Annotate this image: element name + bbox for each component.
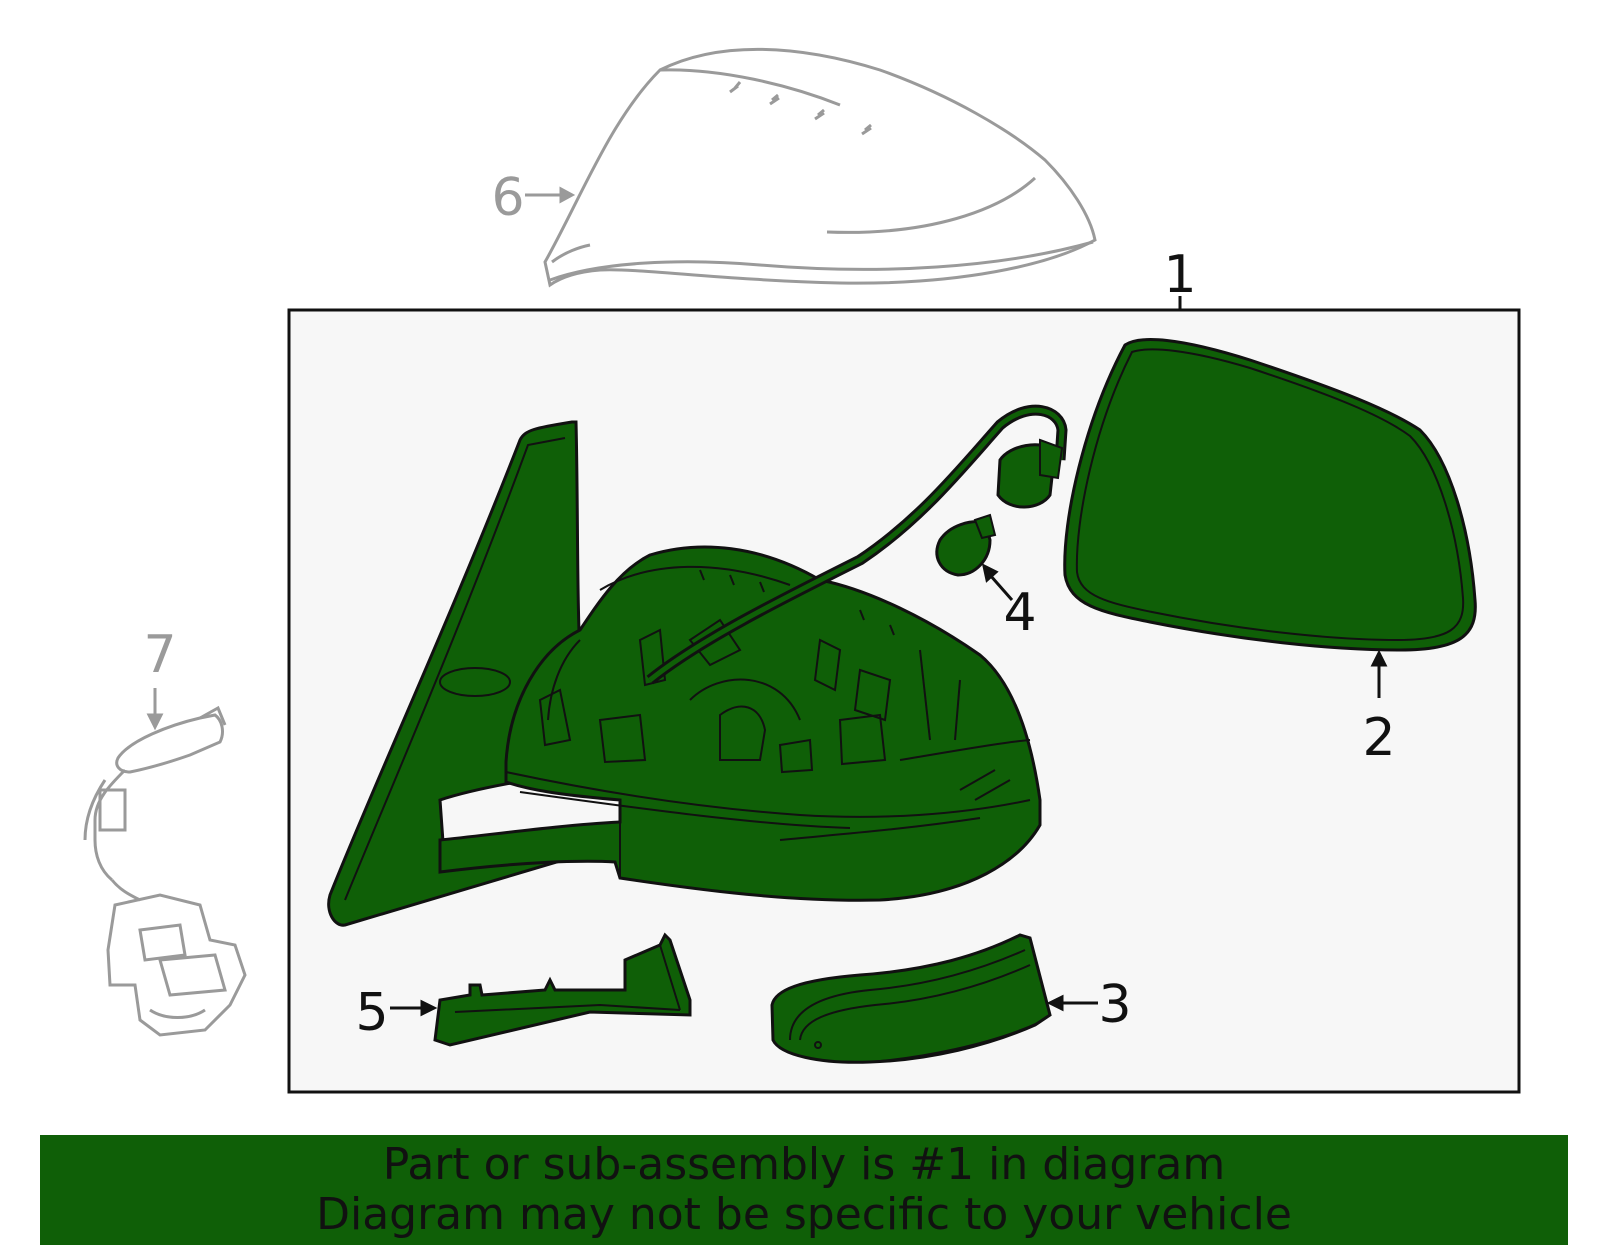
part-3-turn-signal[interactable] (770, 933, 1052, 1064)
notice-banner: Part or sub-assembly is #1 in diagram Di… (40, 1135, 1568, 1245)
notice-line-1: Part or sub-assembly is #1 in diagram (382, 1139, 1226, 1190)
callout-1[interactable]: 1 (1163, 245, 1196, 305)
leader-5 (390, 999, 438, 1017)
callout-5[interactable]: 5 (355, 983, 388, 1043)
leader-2 (1370, 649, 1388, 698)
leader-4 (981, 563, 1014, 601)
callout-2[interactable]: 2 (1362, 708, 1395, 768)
part-4-bulb[interactable] (935, 513, 997, 577)
leader-7 (146, 688, 164, 731)
part-5-bracket[interactable] (433, 932, 692, 1047)
part-2-mirror-glass[interactable] (1063, 338, 1477, 652)
part-1-mirror-housing[interactable] (327, 404, 1068, 927)
leader-6 (525, 186, 576, 204)
leader-3 (1046, 994, 1098, 1012)
callout-3[interactable]: 3 (1098, 975, 1131, 1035)
callout-4[interactable]: 4 (1003, 583, 1036, 643)
notice-line-2: Diagram may not be specific to your vehi… (316, 1189, 1292, 1240)
callout-6[interactable]: 6 (491, 168, 524, 228)
callout-7[interactable]: 7 (143, 625, 176, 685)
part-6-mirror-cover[interactable] (543, 47, 1097, 288)
part-7-camera-harness[interactable] (83, 705, 247, 1037)
